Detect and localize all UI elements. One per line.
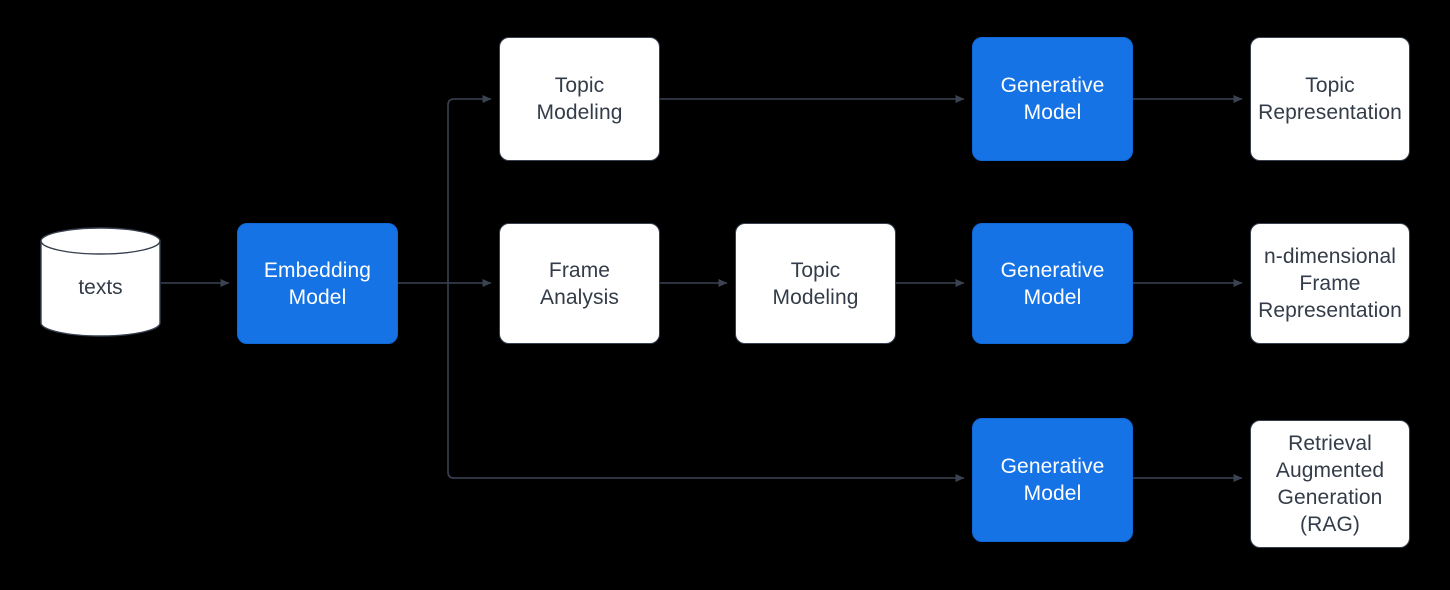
- node-generative-model-mid[interactable]: Generative Model: [972, 223, 1133, 344]
- cylinder-shape: [40, 227, 161, 337]
- edge-junction-to-topic-modeling-top: [447, 95, 492, 283]
- node-rag[interactable]: Retrieval Augmented Generation (RAG): [1250, 420, 1410, 548]
- node-topic-modeling-top[interactable]: Topic Modeling: [499, 37, 660, 161]
- node-generative-model-top[interactable]: Generative Model: [972, 37, 1133, 161]
- node-embedding-model[interactable]: Embedding Model: [237, 223, 398, 344]
- node-topic-representation[interactable]: Topic Representation: [1250, 37, 1410, 161]
- node-topic-modeling-mid[interactable]: Topic Modeling: [735, 223, 896, 344]
- node-texts[interactable]: texts: [40, 227, 161, 337]
- node-texts-label: texts: [78, 275, 123, 299]
- node-frame-analysis[interactable]: Frame Analysis: [499, 223, 660, 344]
- node-generative-model-bottom[interactable]: Generative Model: [972, 418, 1133, 542]
- node-frame-representation[interactable]: n-dimensional Frame Representation: [1250, 223, 1410, 344]
